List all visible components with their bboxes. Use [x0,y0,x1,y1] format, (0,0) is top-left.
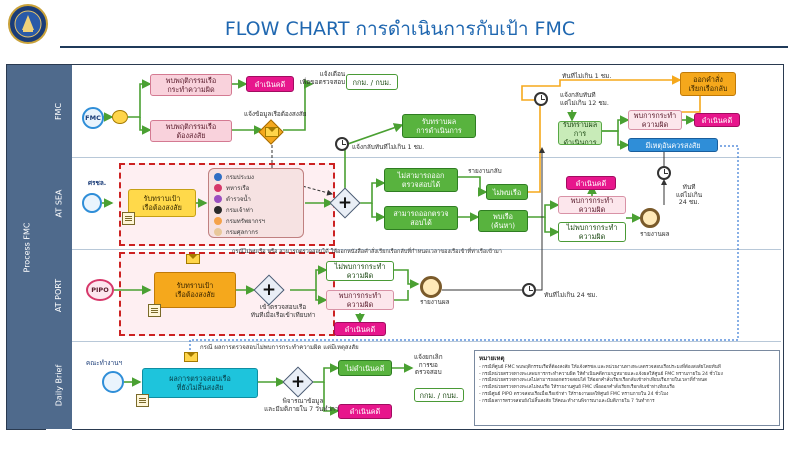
text-daily-start: คณะทำงานฯ [86,359,123,367]
envelope-port-icon [186,254,200,264]
text-report-back: รายงานกลับ [468,167,502,175]
logo [8,4,48,44]
notes-line: - กรณีหน่วยตรวจทางทะเลไม่สามารถออกตรวจสอ… [479,378,708,384]
box-sea-proceed: ดำเนินคดี [566,176,616,190]
box-fmc-proceed-2: ดำเนินคดี [694,113,740,127]
clock-port-icon [522,283,536,297]
agency-item: ทหารเรือ [214,182,304,193]
box-port-proceed: ดำเนินคดี [334,322,386,336]
box-cannot-inspect: ไม่สามารถออก ตรวจสอบได้ [384,168,458,192]
clock-24h-icon [657,166,671,180]
envelope-daily-icon [184,352,198,362]
text-daily-consider: พิจารณาข้อมูล และมีมติภายใน 7 วันทำการ [264,397,342,413]
box-fmc-suspicious: มีเหตุอันควรสงสัย [628,138,718,152]
notes-line: - กรณีศูนย์ PIPO ตรวจสอบเรือเมื่อเรือเข้… [479,391,669,397]
box-ack-result: รับทราบผลการ ดำเนินการ [558,121,602,145]
fmc-message-icon [112,110,128,124]
box-ship-not-found: ไม่พบเรือ [486,184,528,200]
box-port-no-offense: ไม่พบการกระทำ ความผิด [326,261,394,281]
agency-item: กรมเจ้าท่า [214,204,304,215]
sea-end-event [640,208,660,228]
text-port-inspect: เข้าตรวจสอบเรือ ทันทีเมื่อเรือเข้าเทียบท… [250,303,316,319]
box-behavior-offense: พบพฤติกรรมเรือ กระทำความผิด [150,74,232,96]
agency-item: กรมทรัพยากรฯ [214,215,304,226]
box-sea-offense: พบการกระทำ ความผิด [558,196,626,214]
text-daily-notify-cancel: แจ้งยกเลิก การขอ ตรวจสอบ [414,353,443,377]
box-daily-review: ผลการตรวจสอบเรือ ที่ยังไม่สิ้นสงสัย [142,368,258,398]
box-agencies-top: กกม. / กบม. [346,74,398,90]
daily-start-event [102,371,124,393]
envelope-icon [265,127,279,137]
agency-dot [214,205,222,214]
box-ship-found: พบเรือ (ค้นหา) [478,210,528,232]
agency-item: ตำรวจน้ำ [214,193,304,204]
box-sea-no-offense: ไม่พบการกระทำ ความผิด [558,222,626,242]
text-sent-suspicious: แจ้งข้อมูลเรือต้องสงสัย [244,110,307,118]
notes-box: หมายเหตุ - กรณีที่ศูนย์ FMC พบพฤติกรรมเร… [474,350,780,426]
lane-at-port [72,249,781,342]
agency-list: กรมประมง ทหารเรือ ตำรวจน้ำ กรมเจ้าท่า กร… [214,171,304,237]
document-icon-sea [122,212,135,225]
notes-heading: หมายเหตุ [479,355,505,362]
agency-item: กรมประมง [214,171,304,182]
port-start-event: PIPO [86,279,114,301]
text-port-report: รายงานผล [420,298,450,306]
lane-at-sea [72,157,781,250]
text-notify-inspect: แจ้งเตือน เพื่อขอตรวจสอบ [300,70,346,86]
document-icon-daily [136,394,149,407]
notes-line: - กรณีหน่วยตรวจทางทะเลพบการกระทำความผิด … [479,371,723,377]
box-fmc-offense: พบการกระทำ ความผิด [628,110,682,130]
box-daily-proceed: ดำเนินคดี [338,404,392,419]
clock-1h-icon [534,92,548,106]
page-title: FLOW CHART การดำเนินการกับเป้า FMC [224,18,576,40]
agency-list-panel [208,168,304,238]
notes-line: - กรณีผลการตรวจสอบยังไม่สิ้นสงสัย ให้คณะ… [479,398,655,404]
sea-start-label: ศรชล. [88,179,107,187]
box-can-inspect: สามารถออกตรวจ สอบได้ [384,206,458,230]
agency-item: กรมศุลกากร [214,226,304,237]
title-rule [60,46,788,48]
lane-label-fmc: FMC [46,65,72,158]
fmc-start-event: FMC [82,107,104,129]
text-port-24h: ทันทีไม่เกิน 24 ชม. [544,291,598,299]
document-icon-port [148,304,161,317]
box-daily-no-proceed: ไม่ดำเนินคดี [338,360,392,376]
text-sea-report: รายงานผล [640,230,670,238]
agency-dot [214,194,222,203]
box-report-to-fmc: รับทราบผล การดำเนินการ [402,114,476,138]
text-time-12h: แจ้งกลับทันที แต่ไม่เกิน 12 ชม. [560,91,609,107]
agency-dot [214,216,222,225]
box-daily-agencies: กกม. / กบม. [414,388,464,402]
sea-start-event [82,193,102,213]
clock-report-icon [335,137,349,151]
box-sea-receive: รับทราบเป้า เรือต้องสงสัย [128,189,196,217]
notes-line: - กรณีหน่วยตรวจทางทะเลไม่พบเรือ ให้รายงา… [479,385,675,391]
box-behavior-suspicious: พบพฤติกรรมเรือ ต้องสงสัย [150,120,232,142]
agency-dot [214,227,222,236]
lane-label-at-port: AT PORT [46,249,72,342]
lane-fmc [72,65,781,158]
box-order-recall: ออกคำสั่ง เรียกเรือกลับ [680,72,736,96]
box-port-receive: รับทราบเป้า เรือต้องสงสัย [154,272,236,308]
agency-dot [214,172,222,181]
process-label: Process FMC [7,65,46,429]
box-fmc-proceed: ดำเนินคดี [246,76,294,92]
gateway-sea-plus-icon: + [337,193,353,213]
text-sea-24h: ทันที แต่ไม่เกิน 24 ชม. [676,183,703,207]
gateway-daily-plus-icon: + [290,372,306,392]
gateway-port-plus-icon: + [261,280,277,300]
box-port-offense: พบการกระทำ ความผิด [326,290,394,310]
port-end-event [420,276,442,298]
text-daily-note: กรณี ผลการตรวจสอบไม่พบการกระทำความผิด แต… [200,344,359,351]
agency-dot [214,183,222,192]
notes-line: - กรณีที่ศูนย์ FMC พบพฤติกรรมเรือที่ต้อง… [479,365,721,370]
text-port-note: กรณีไม่พบเรือ หรือ สามารถตรวจสอบได้ ให้อ… [232,249,502,255]
lane-label-daily-brief: Daily Brief [46,341,72,430]
text-report-time: แจ้งกลับทันทีไม่เกิน 1 ชม. [352,143,425,151]
text-time-1h: ทันทีไม่เกิน 1 ชม. [562,72,612,80]
